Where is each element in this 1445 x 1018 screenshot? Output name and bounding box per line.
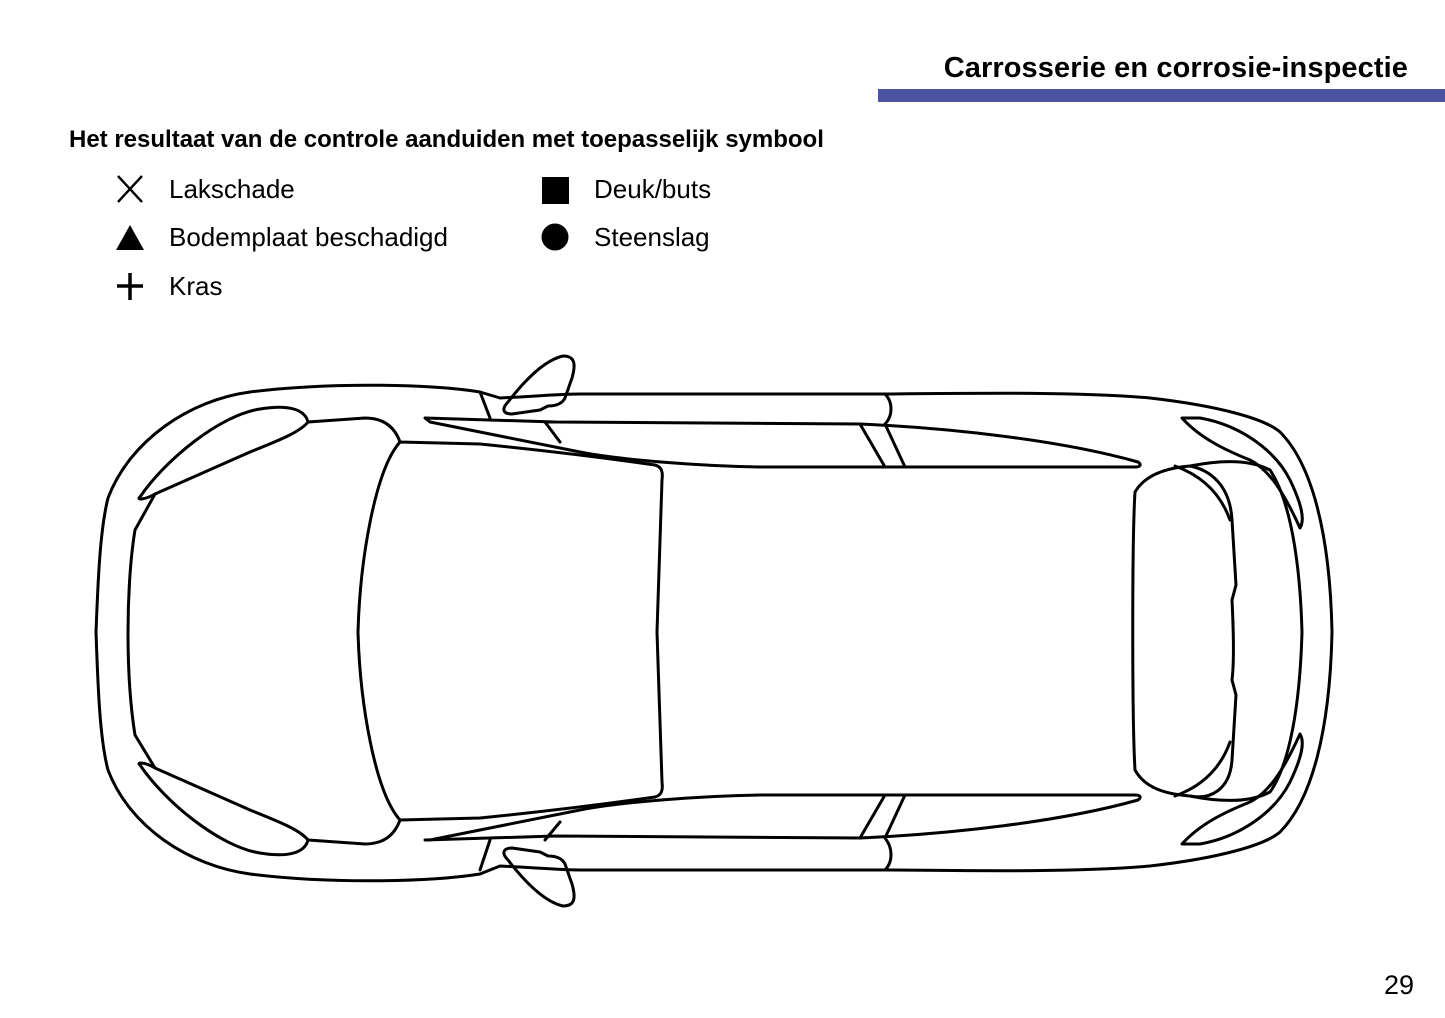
legend-item-kras: Kras: [115, 268, 222, 304]
rear-window: [1131, 464, 1238, 799]
taillight-top: [1180, 416, 1304, 530]
tailgate: [1188, 460, 1304, 802]
tailgate-inner: [1173, 464, 1232, 798]
title-accent-bar: [878, 89, 1445, 102]
filled-square-icon: [540, 174, 570, 204]
x-cross-icon: [115, 174, 145, 204]
page-title: Carrosserie en corrosie-inspectie: [943, 52, 1408, 84]
mirror-bottom: [502, 846, 576, 908]
legend-item-bodemplaat: Bodemplaat beschadigd: [115, 219, 448, 255]
legend-label: Steenslag: [594, 221, 710, 252]
legend-item-lakschade: Lakschade: [115, 171, 295, 207]
headlight-right: [137, 761, 310, 857]
legend-label: Bodemplaat beschadigd: [169, 221, 448, 252]
sill-bottom: [478, 793, 907, 872]
headlight-left: [137, 405, 310, 501]
legend-label: Lakschade: [169, 173, 295, 204]
windshield: [356, 440, 664, 822]
legend-label: Kras: [169, 270, 223, 301]
roof-rail-top: [423, 416, 1142, 469]
roof-rail-bottom: [423, 793, 1142, 842]
hood-panel: [126, 416, 402, 846]
filled-triangle-icon: [115, 222, 145, 252]
legend-label: Deuk/buts: [594, 173, 712, 204]
legend-item-steenslag: Steenslag: [540, 219, 710, 255]
sill-top: [478, 390, 907, 469]
taillight-bottom: [1180, 732, 1304, 846]
filled-circle-icon: [540, 222, 570, 252]
legend-item-deuk: Deuk/buts: [540, 171, 711, 207]
mirror-top: [502, 354, 576, 416]
page-number: 29: [1384, 970, 1415, 1000]
car-body-outline: [94, 383, 1334, 883]
plus-icon: [115, 271, 145, 301]
instruction-text: Het resultaat van de controle aanduiden …: [69, 126, 824, 153]
